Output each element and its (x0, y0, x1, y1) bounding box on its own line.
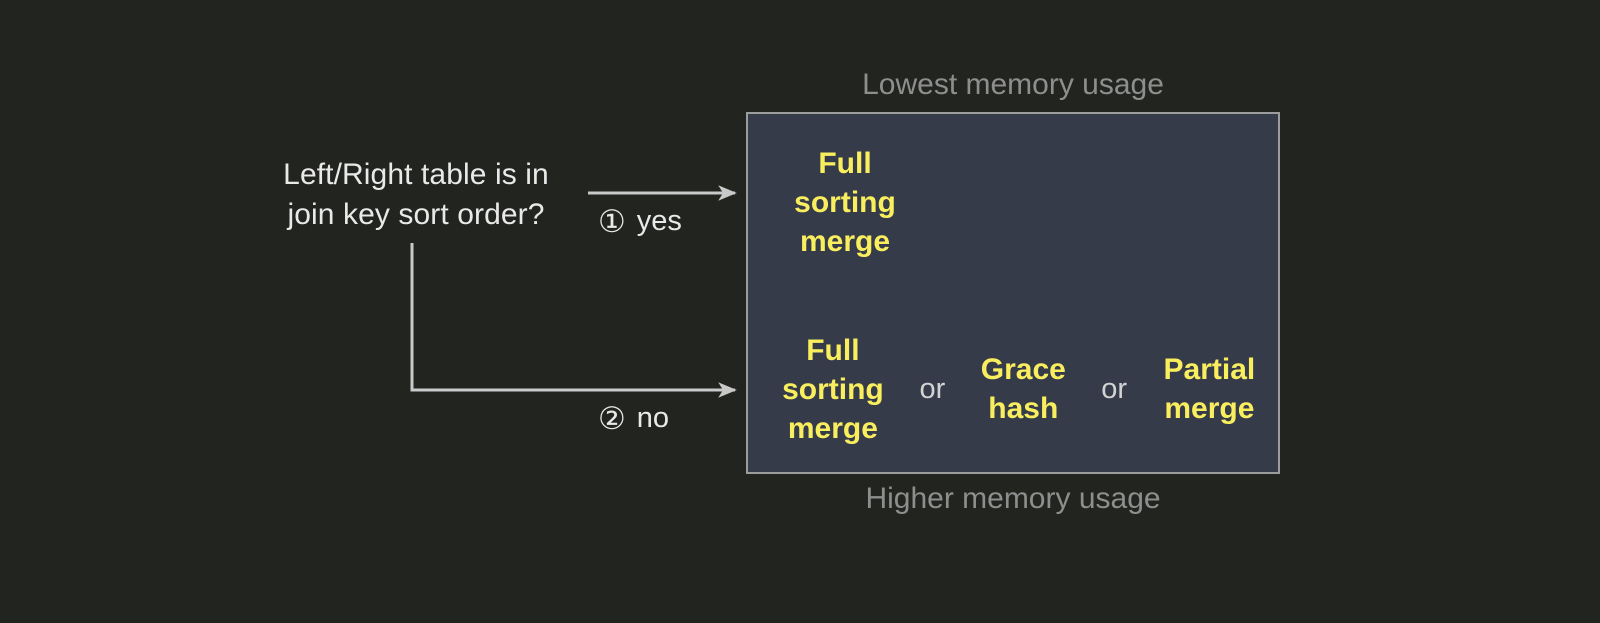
caption-lowest-memory: Lowest memory usage (862, 68, 1164, 101)
arrow-no (410, 243, 737, 398)
option-full-sorting-merge-bottom: Full sorting merge (782, 333, 884, 445)
option-separator-1: or (919, 372, 946, 405)
option-separator-2: or (1101, 372, 1128, 405)
option-grace-hash: Grace hash (980, 353, 1066, 425)
decision-question: Left/Right table is in join key sort ord… (283, 158, 549, 231)
option-row-unsorted: Full sorting merge or Grace hash or Part… (748, 324, 1278, 454)
branch-marker-1: ① (598, 204, 626, 239)
branch-marker-2: ② (598, 401, 626, 436)
branch-label-no: ② no (598, 403, 669, 434)
options-box: Full sorting merge Full sorting merge or… (746, 112, 1280, 474)
option-row-sorted: Full sorting merge (748, 132, 1278, 272)
branch-label-yes: ① yes (598, 206, 682, 237)
option-partial-merge: Partial merge (1163, 353, 1256, 425)
option-full-sorting-merge-top: Full sorting merge (794, 146, 896, 258)
caption-higher-memory: Higher memory usage (865, 482, 1161, 515)
branch-text-no: no (636, 402, 670, 434)
branch-text-yes: yes (636, 205, 682, 237)
